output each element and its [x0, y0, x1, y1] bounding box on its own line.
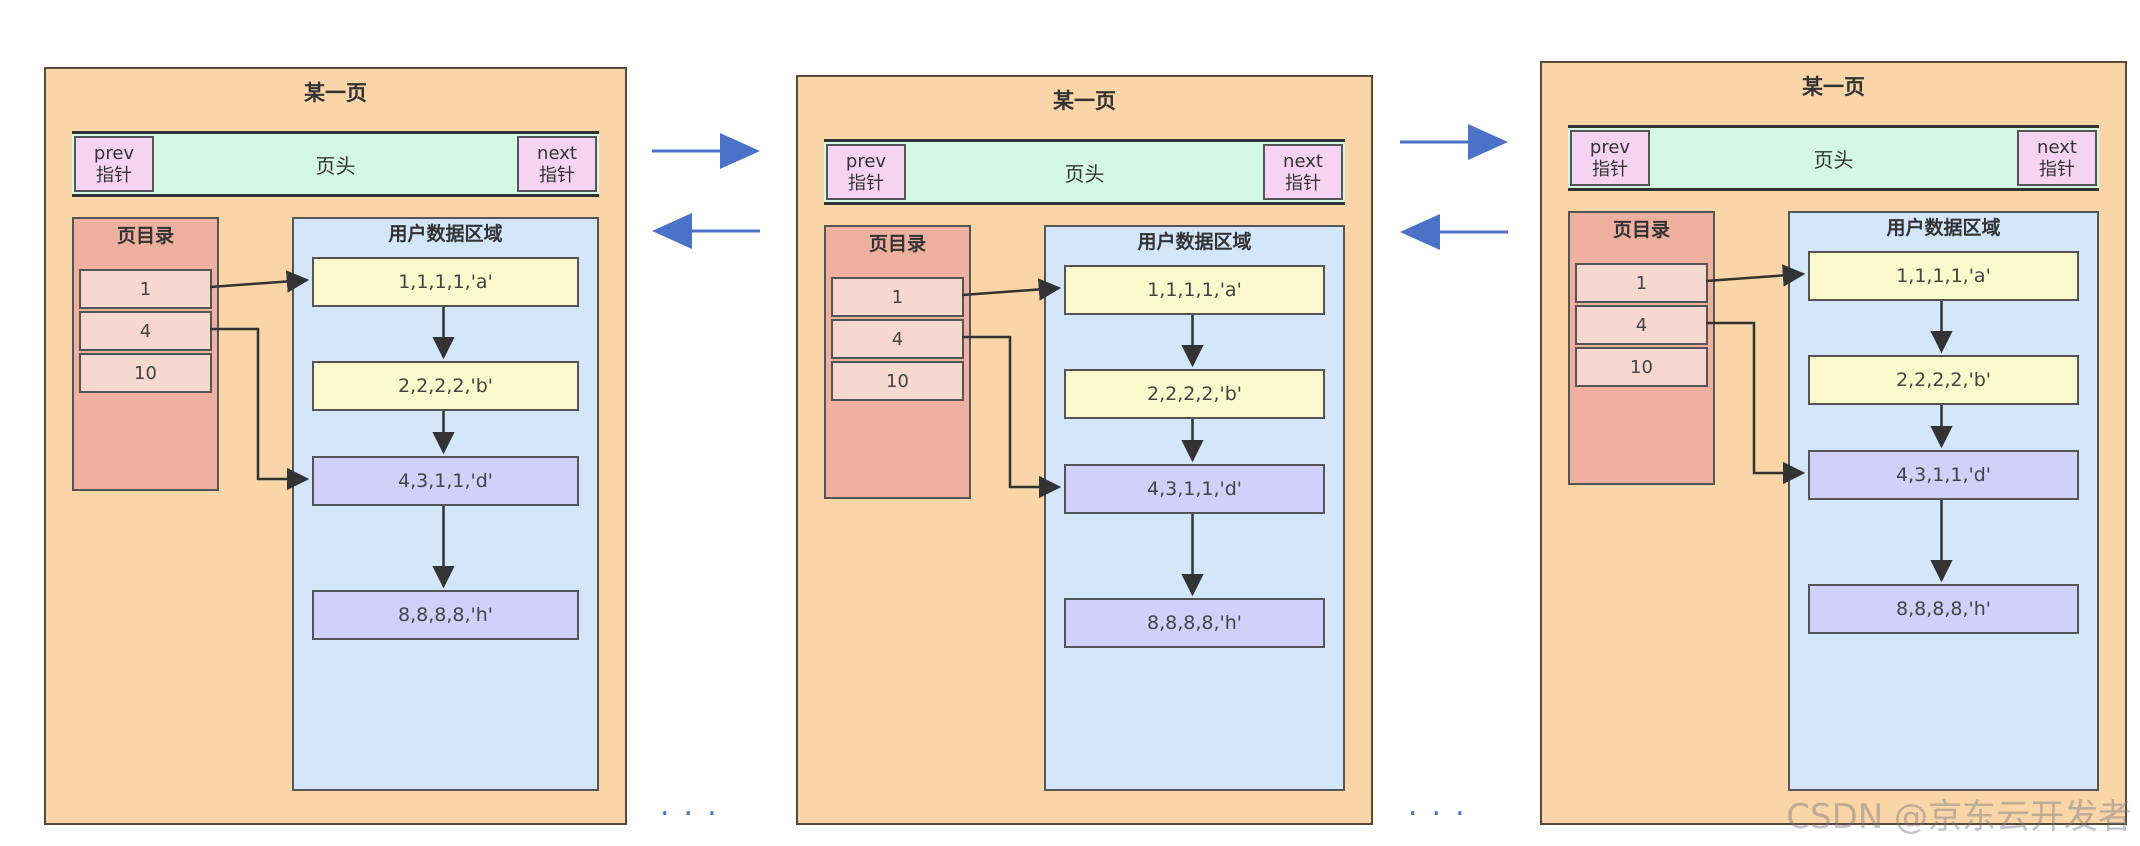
page-title: 某一页	[1053, 89, 1116, 113]
record-row: 2,2,2,2,'b'	[1808, 355, 2079, 405]
prev-pointer-line2: 指针	[1592, 159, 1628, 180]
next-pointer-line2: 指针	[2039, 159, 2075, 180]
user-data-area-title: 用户数据区域	[1137, 231, 1252, 253]
prev-pointer-line1: prev	[845, 151, 887, 172]
page-title: 某一页	[1802, 75, 1865, 99]
next-pointer-line2: 指针	[539, 165, 575, 186]
page-header-label: 页头	[1813, 147, 1854, 172]
watermark: CSDN @京东云开发者	[1786, 797, 2132, 837]
directory-slot: 10	[831, 361, 964, 401]
next-pointer-line1: next	[1283, 151, 1323, 172]
record-row: 1,1,1,1,'a'	[312, 257, 579, 307]
record-row: 4,3,1,1,'d'	[312, 456, 579, 506]
ellipsis-2: ...	[1408, 788, 1479, 823]
directory-slot: 1	[79, 269, 212, 309]
record-row: 8,8,8,8,'h'	[1064, 598, 1325, 648]
user-data-area: 用户数据区域 1,1,1,1,'a' 2,2,2,2,'b' 4,3,1,1,'d' 8…	[1788, 211, 2099, 791]
page-title: 某一页	[304, 81, 367, 105]
directory-slot: 4	[831, 319, 964, 359]
record-row: 2,2,2,2,'b'	[1064, 369, 1325, 419]
record-row: 2,2,2,2,'b'	[312, 361, 579, 411]
directory-slot: 4	[79, 311, 212, 351]
record-row: 8,8,8,8,'h'	[1808, 584, 2079, 634]
directory-slot: 1	[1575, 263, 1708, 303]
record-row: 8,8,8,8,'h'	[312, 590, 579, 640]
user-data-area-title: 用户数据区域	[388, 223, 503, 245]
prev-pointer-line1: prev	[93, 143, 135, 164]
page-header-label: 页头	[1064, 161, 1105, 186]
prev-pointer-line2: 指针	[96, 165, 132, 186]
directory-slot: 10	[79, 353, 212, 393]
directory-slot: 1	[831, 277, 964, 317]
record-row: 4,3,1,1,'d'	[1808, 450, 2079, 500]
prev-pointer-line2: 指针	[848, 173, 884, 194]
user-data-area-title: 用户数据区域	[1886, 217, 2001, 239]
prev-pointer-line1: prev	[1589, 137, 1631, 158]
page-directory-title: 页目录	[1612, 219, 1670, 241]
next-pointer-line1: next	[2037, 137, 2077, 158]
record-row: 1,1,1,1,'a'	[1064, 265, 1325, 315]
user-data-area: 用户数据区域 1,1,1,1,'a' 2,2,2,2,'b' 4,3,1,1,'d' 8…	[1044, 225, 1345, 791]
ellipsis-1: ...	[660, 788, 731, 823]
directory-slot: 10	[1575, 347, 1708, 387]
next-pointer-line1: next	[537, 143, 577, 164]
directory-slot: 4	[1575, 305, 1708, 345]
page-directory-title: 页目录	[868, 233, 926, 255]
record-row: 4,3,1,1,'d'	[1064, 464, 1325, 514]
page-header-label: 页头	[315, 153, 356, 178]
page-directory-title: 页目录	[116, 225, 174, 247]
next-pointer-line2: 指针	[1285, 173, 1321, 194]
user-data-area: 用户数据区域 1,1,1,1,'a' 2,2,2,2,'b' 4,3,1,1,'d' 8…	[292, 217, 599, 791]
record-row: 1,1,1,1,'a'	[1808, 251, 2079, 301]
